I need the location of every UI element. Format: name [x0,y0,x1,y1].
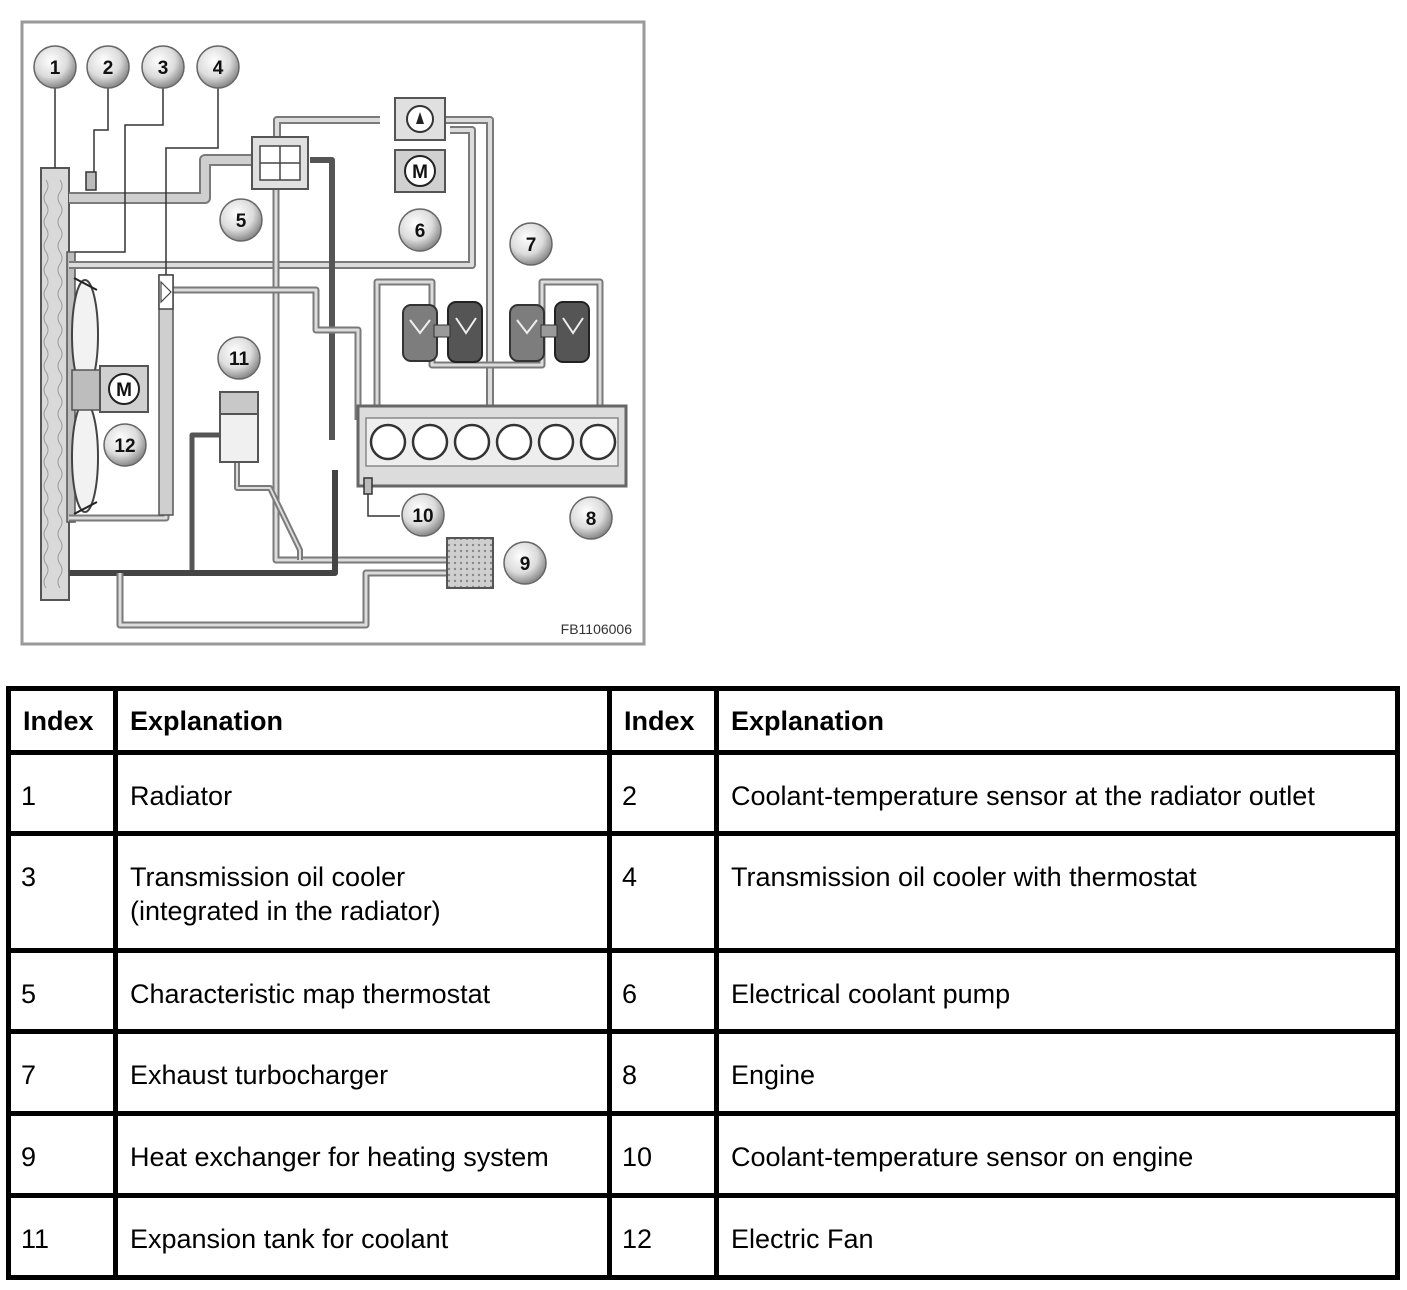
legend-table: Index Explanation Index Explanation 1 Ra… [6,686,1400,1280]
callout-3-label: 3 [158,58,169,79]
callout-12: 12 [103,423,147,467]
callout-leaders [54,88,219,275]
index-cell: 2 [607,749,719,837]
callout-6: 6 [398,208,442,252]
callouts: 1 2 3 4 5 6 7 8 [33,45,613,585]
header-index: Index [6,686,118,755]
callout-2-label: 2 [103,58,114,79]
callout-8: 8 [569,496,613,540]
callout-6-label: 6 [415,221,426,242]
callout-12-label: 12 [114,436,135,457]
legend-header-row: Index Explanation Index Explanation [6,686,1400,755]
table-row: 1 Radiator 2 Coolant-temperature sensor … [6,749,1400,837]
table-row: 5 Characteristic map thermostat 6 Electr… [6,947,1400,1035]
callout-7-label: 7 [526,235,537,256]
callout-4: 4 [196,45,240,89]
header-index: Index [607,686,719,755]
index-cell: 9 [6,1111,118,1199]
fan-motor-symbol: M [116,380,132,401]
callout-9: 9 [503,541,547,585]
engine-coolant-sensor [363,477,400,517]
callout-1-label: 1 [50,58,61,79]
header-explanation: Explanation [714,686,1400,755]
explanation-cell: Engine [714,1029,1400,1117]
table-row: 9 Heat exchanger for heating system 10 C… [6,1111,1400,1199]
explanation-cell: Expansion tank for coolant [113,1193,612,1280]
explanation-cell: Radiator [113,749,612,837]
table-row: 7 Exhaust turbocharger 8 Engine [6,1029,1400,1117]
index-cell: 12 [607,1193,719,1280]
explanation-cell: Transmission oil cooler (integrated in t… [113,831,612,953]
explanation-line: (integrated in the radiator) [130,896,441,927]
header-explanation: Explanation [113,686,612,755]
index-cell: 4 [607,831,719,953]
callout-4-label: 4 [213,58,224,79]
index-cell: 8 [607,1029,719,1117]
index-cell: 10 [607,1111,719,1199]
callout-10-label: 10 [412,506,433,527]
callout-8-label: 8 [586,509,597,530]
callout-5-label: 5 [236,211,247,232]
engine [356,404,628,488]
radiator [40,167,76,601]
callout-3: 3 [141,45,185,89]
callout-11: 11 [217,336,261,380]
figure-code: FB1106006 [561,621,633,637]
callout-7: 7 [509,222,553,266]
characteristic-map-thermostat [251,136,309,190]
explanation-cell: Coolant-temperature sensor at the radiat… [714,749,1400,837]
expansion-tank [219,391,259,463]
index-cell: 7 [6,1029,118,1117]
explanation-cell: Heat exchanger for heating system [113,1111,612,1199]
exhaust-turbochargers [402,301,590,363]
callout-1: 1 [33,45,77,89]
index-cell: 5 [6,947,118,1035]
callout-5: 5 [219,198,263,242]
explanation-cell: Exhaust turbocharger [113,1029,612,1117]
explanation-cell: Electric Fan [714,1193,1400,1280]
index-cell: 11 [6,1193,118,1280]
transmission-oil-cooler-thermostat [158,274,174,516]
index-cell: 3 [6,831,118,953]
explanation-cell: Electrical coolant pump [714,947,1400,1035]
radiator-outlet-sensor [85,171,97,191]
table-row: 11 Expansion tank for coolant 12 Electri… [6,1193,1400,1280]
callout-11-label: 11 [229,349,250,370]
index-cell: 1 [6,749,118,837]
electric-fan: M [71,277,149,515]
heat-exchanger [446,537,494,589]
explanation-cell: Characteristic map thermostat [113,947,612,1035]
callout-9-label: 9 [520,554,531,575]
cooling-system-diagram: M [20,20,646,646]
pump-motor-symbol: M [412,162,428,183]
table-row: 3 Transmission oil cooler (integrated in… [6,831,1400,953]
index-cell: 6 [607,947,719,1035]
explanation-cell: Transmission oil cooler with thermostat [714,831,1400,953]
callout-2: 2 [86,45,130,89]
explanation-line: Transmission oil cooler [130,862,406,893]
explanation-cell: Coolant-temperature sensor on engine [714,1111,1400,1199]
coolant-hoses [69,116,604,629]
electrical-coolant-pump: M [394,97,446,193]
callout-10: 10 [401,493,445,537]
